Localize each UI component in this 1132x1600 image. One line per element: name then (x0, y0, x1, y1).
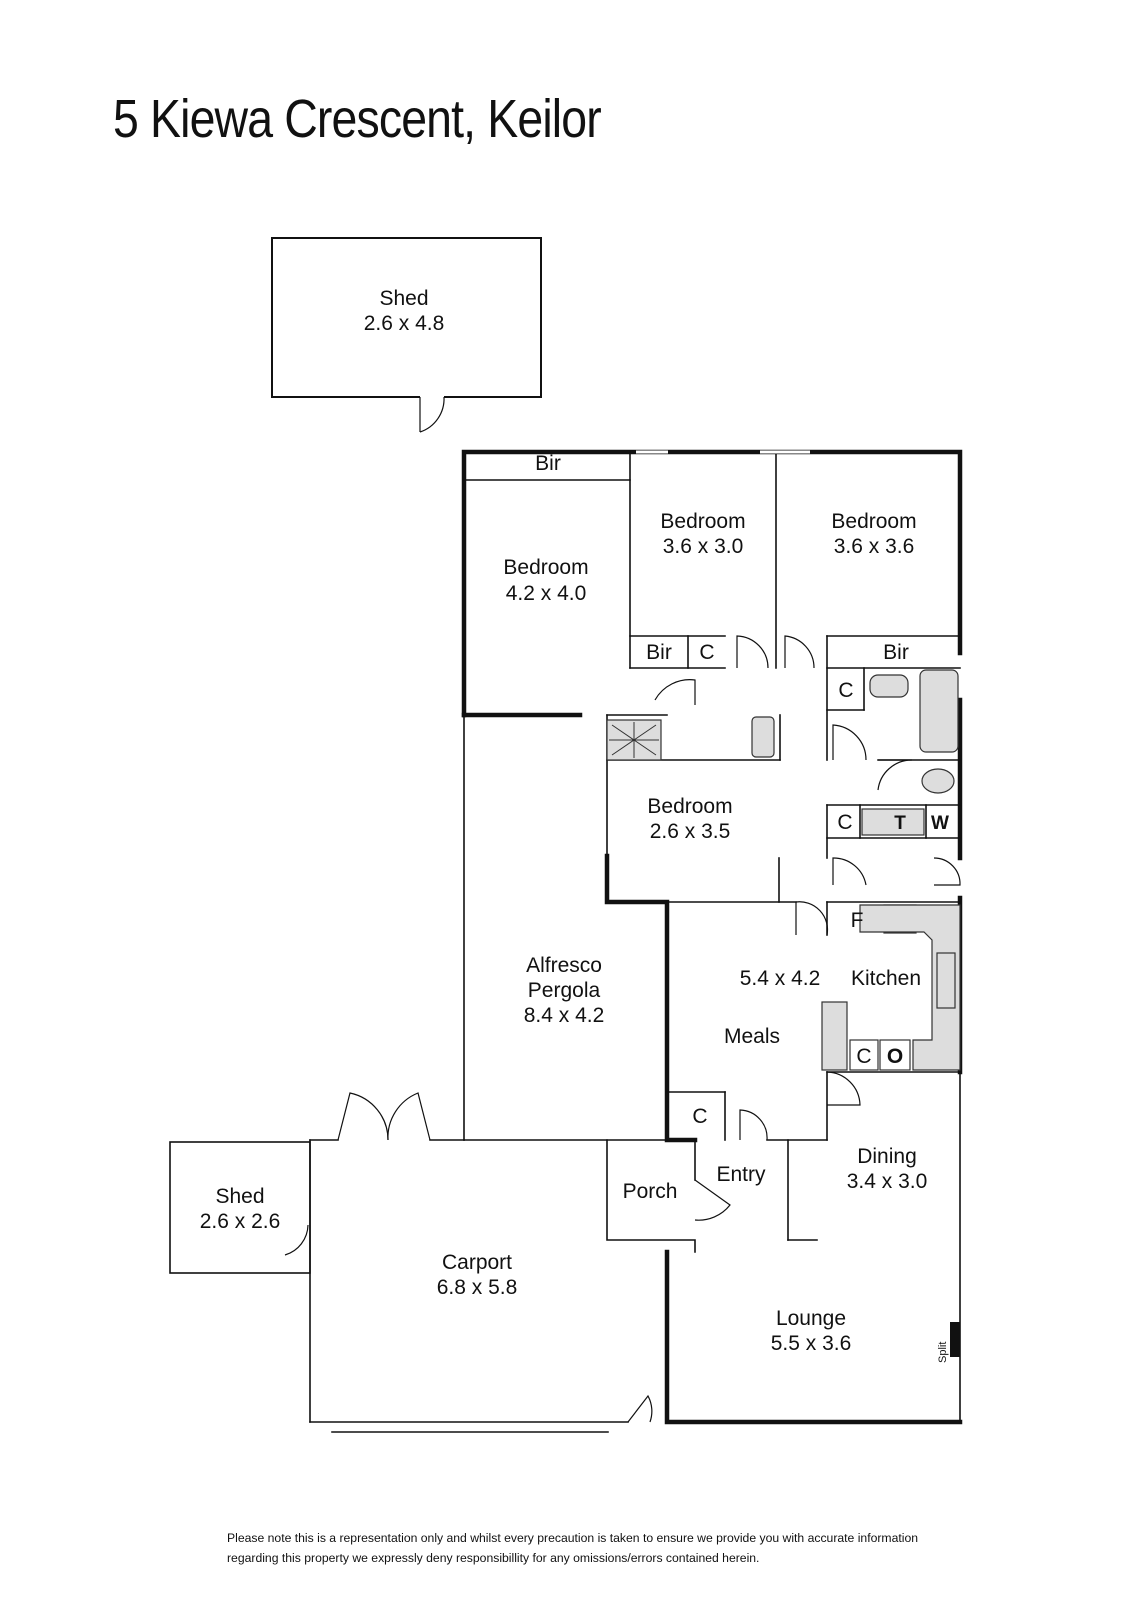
bedroom-1-name: Bedroom (503, 556, 588, 579)
carport-name: Carport (442, 1251, 512, 1274)
dining-dims: 3.4 x 3.0 (847, 1170, 928, 1193)
fixtures (606, 669, 961, 1357)
shed-small-name: Shed (215, 1185, 264, 1208)
bir-label: Bir (535, 452, 561, 475)
closet-label: C (692, 1105, 707, 1128)
closet-label: C (837, 811, 852, 834)
entry-name: Entry (716, 1163, 766, 1186)
washer-label: W (931, 813, 949, 834)
fridge-label: F (851, 909, 864, 932)
kitchen-dims: 5.4 x 4.2 (740, 967, 821, 990)
kitchen-name: Kitchen (851, 967, 921, 990)
plan-title: 5 Kiewa Crescent, Keilor (113, 89, 602, 149)
doors (284, 635, 961, 1423)
bedroom-3-name: Bedroom (831, 510, 916, 533)
bedroom-1-dims: 4.2 x 4.0 (506, 582, 587, 605)
alfresco-name: Alfresco (526, 954, 602, 977)
lounge-dims: 5.5 x 3.6 (771, 1332, 852, 1355)
oven-label: O (887, 1045, 903, 1068)
shed-large (271, 237, 542, 433)
porch-name: Porch (623, 1180, 678, 1203)
closet-label: C (838, 679, 853, 702)
dining-name: Dining (857, 1145, 917, 1168)
bedroom-4-name: Bedroom (647, 795, 732, 818)
carport-dims: 6.8 x 5.8 (437, 1276, 518, 1299)
shed-large-dims: 2.6 x 4.8 (364, 312, 445, 335)
lounge-name: Lounge (776, 1307, 846, 1330)
alfresco-dims: 8.4 x 4.2 (524, 1004, 605, 1027)
bir-label: Bir (646, 641, 672, 664)
carport (169, 1092, 629, 1433)
meals-name: Meals (724, 1025, 780, 1048)
bir-label: Bir (883, 641, 909, 664)
shed-large-name: Shed (379, 287, 428, 310)
bedroom-3-dims: 3.6 x 3.6 (834, 535, 915, 558)
closet-label: C (856, 1045, 871, 1068)
bedroom-2-dims: 3.6 x 3.0 (663, 535, 744, 558)
bedroom-2-name: Bedroom (660, 510, 745, 533)
shed-small-dims: 2.6 x 2.6 (200, 1210, 281, 1233)
disclaimer: Please note this is a representation onl… (227, 1531, 919, 1565)
house-walls (461, 449, 963, 1425)
pergola-name: Pergola (528, 979, 601, 1002)
bedroom-4-dims: 2.6 x 3.5 (650, 820, 731, 843)
split-label: Split (937, 1342, 949, 1363)
trough-label: T (894, 813, 906, 834)
closet-label: C (699, 641, 714, 664)
